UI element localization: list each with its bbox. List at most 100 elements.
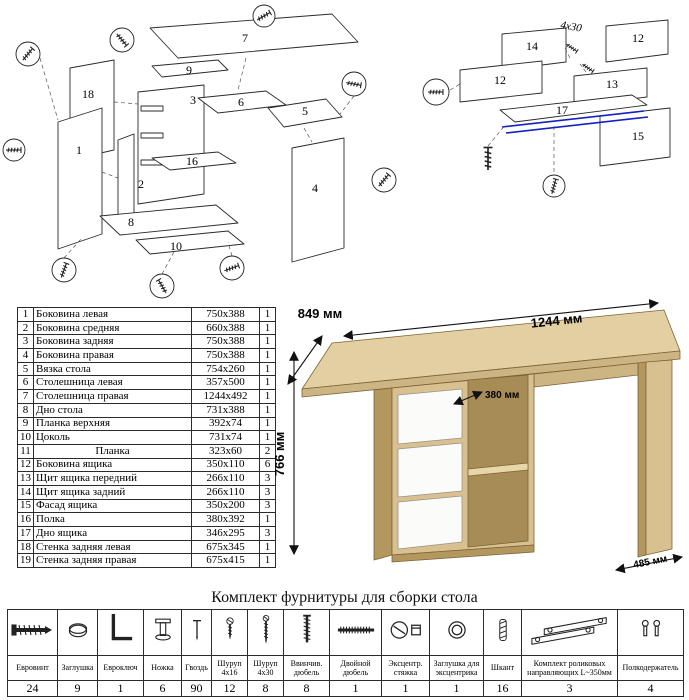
fastener-callout <box>371 167 397 193</box>
part-5-shape <box>267 98 343 128</box>
hardware-icon-cell <box>57 609 98 656</box>
desk-right-panel-inner <box>637 361 647 558</box>
screw-4x30-icon <box>262 614 269 644</box>
part-label: 18 <box>82 87 94 101</box>
hardware-title: Комплект фурнитуры для сборки стола <box>211 589 478 606</box>
hardware-icon-cell <box>211 609 248 656</box>
part-number: 8 <box>17 402 34 418</box>
part-number: 6 <box>17 375 34 391</box>
confirmat-icon <box>10 624 52 636</box>
hardware-icon-cell <box>181 609 212 656</box>
part-name: Боковина левая <box>33 307 192 322</box>
fastener-callout <box>219 255 245 281</box>
fastener-callout <box>422 78 450 106</box>
hardware-qty: 3 <box>521 680 618 697</box>
part-8-shape <box>99 204 239 236</box>
part-name: Дно ящика <box>33 526 192 541</box>
hardware-qty: 1 <box>97 680 144 697</box>
part-size: 350x110 <box>191 457 260 473</box>
fastener-callout <box>109 27 135 53</box>
fastener-callout <box>341 71 367 97</box>
part-size: 675x415 <box>191 553 260 569</box>
part-label: 2 <box>138 177 144 191</box>
cam-cap-icon <box>447 621 466 639</box>
assembly-guide-lines <box>39 57 355 275</box>
hardware-name: Шуруп 4x16 <box>211 655 248 681</box>
part-label: 8 <box>128 215 134 229</box>
screw-4x16-icon <box>225 617 234 640</box>
fastener-callout <box>252 4 276 28</box>
part-name: Планка верхняя <box>33 416 192 432</box>
hardware-name: Заглушка <box>57 655 98 681</box>
part-label: 10 <box>170 239 182 253</box>
hardware-icon-cell <box>283 609 330 656</box>
part-number: 13 <box>17 471 34 486</box>
hardware-icon-cell <box>521 609 618 656</box>
part-label: 14 <box>526 39 538 53</box>
part-label: 9 <box>186 63 192 77</box>
part-number: 2 <box>17 320 34 336</box>
part-name: Боковина ящика <box>33 457 192 473</box>
double-dowel-icon <box>337 626 374 634</box>
hardware-qty: 16 <box>483 680 522 697</box>
desk-drawer-2 <box>397 442 463 498</box>
part-size: 350x200 <box>191 498 260 514</box>
screw-icon <box>482 146 494 171</box>
part-label: 13 <box>606 77 618 91</box>
screw-size-label: 4x30 <box>559 19 583 35</box>
desk-drawer-1 <box>397 388 463 445</box>
drawer-rail <box>140 132 164 139</box>
fastener-callout <box>51 257 77 283</box>
hardware-name: Шкант <box>483 655 522 681</box>
hardware-name: Заглушка для эксцентрика <box>429 655 484 681</box>
hardware-name: Полкодержатель <box>617 655 684 681</box>
hardware-icon-cell <box>329 609 382 656</box>
hardware-icon-cell <box>247 609 284 656</box>
fastener-callout <box>149 273 175 299</box>
part-label: 4 <box>312 181 318 195</box>
dim-depth-left-label: 849 мм <box>298 306 343 321</box>
cap-icon <box>68 623 88 638</box>
hardware-qty: 1 <box>329 680 382 697</box>
hardware-name: Ввинчив. дюбель <box>283 655 330 681</box>
exploded-view-main: 18 1 7 9 3 6 5 16 2 8 10 4 <box>2 4 397 299</box>
hardware-qty: 90 <box>181 680 212 697</box>
hardware-qty: 8 <box>283 680 330 697</box>
part-size: 754x260 <box>191 361 260 377</box>
drawer-fasteners <box>422 41 595 198</box>
screw-icon <box>564 41 579 54</box>
hardware-names-row: Евровинт Заглушка Евроключ Ножка Гвоздь … <box>7 655 684 681</box>
part-4-shape <box>291 137 345 263</box>
part-number: 1 <box>17 307 34 322</box>
hardware-icon-cell <box>483 609 522 656</box>
desk-render: 849 мм 1244 мм 766 мм 380 мм 485 мм <box>272 298 684 574</box>
part-16-shape <box>151 151 237 171</box>
desk-plinth <box>391 544 535 563</box>
part-number: 4 <box>17 348 34 363</box>
part-label: 1 <box>76 143 82 157</box>
part-name: Вязка стола <box>33 361 192 377</box>
hardware-name: Ножка <box>143 655 182 681</box>
hardware-icon-cell <box>429 609 484 656</box>
part-label: 5 <box>302 104 308 118</box>
part-size: 660x388 <box>191 320 260 336</box>
part-15-shape <box>599 107 671 167</box>
desk-compartment <box>467 374 529 548</box>
hardware-icon-cell <box>381 609 430 656</box>
part-9-shape <box>151 59 229 78</box>
part-label: 7 <box>242 31 248 45</box>
part-number: 19 <box>17 553 34 569</box>
part-label: 12 <box>632 31 644 45</box>
part-size: 750x388 <box>191 307 260 322</box>
dim-shelf-label: 380 мм <box>485 390 519 401</box>
part-name: Фасад ящика <box>33 498 192 514</box>
hardware-name: Эксцентр. стяжка <box>381 655 430 681</box>
desk-top-edge <box>301 350 681 398</box>
